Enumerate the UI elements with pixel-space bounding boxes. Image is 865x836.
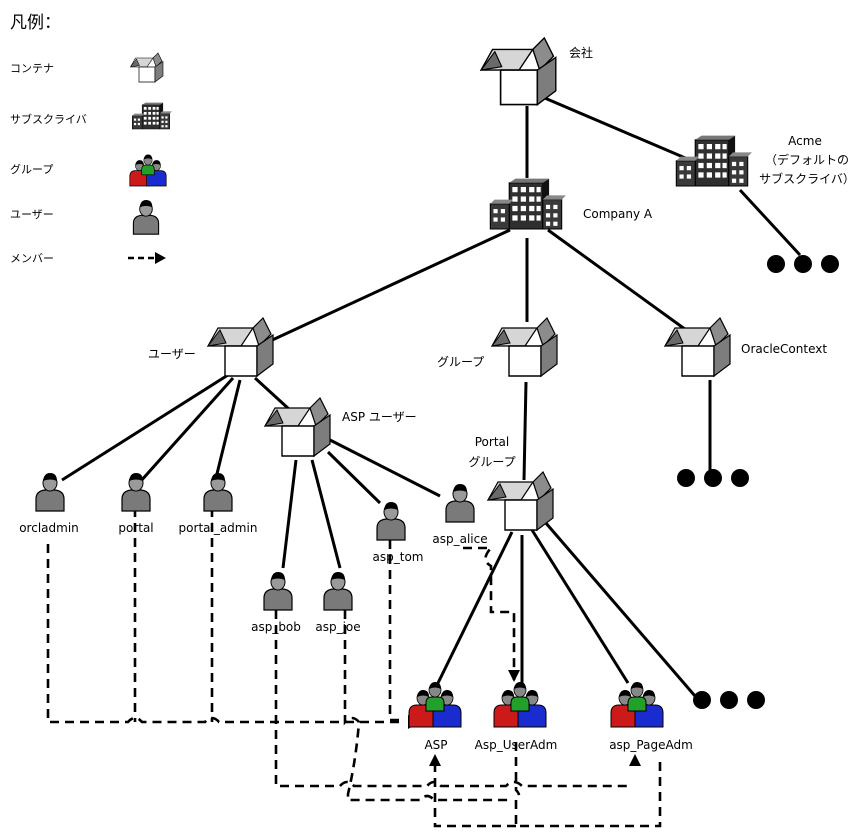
acme-subscriber-icon [675,135,753,187]
edge-aspusers-alice [329,438,441,498]
aspjoe-label: asp_joe [315,620,360,634]
portaladmin-label: portal_admin [179,521,258,535]
acme-label-line2: （デフォルトの [765,152,849,167]
orcladmin-label: orcladmin [19,521,79,535]
edge-acme-more [738,188,802,257]
membership-lines [46,508,662,828]
portal-label: portal [118,521,153,535]
portalgroups-container-icon [487,471,554,531]
edge-company-acme [539,94,691,162]
edge-aspusers-tom [326,450,382,505]
acme-ellipsis [767,255,839,273]
aspalice-label: asp_alice [432,532,487,546]
legend-item-container-label: コンテナ [10,62,54,75]
member-arrow-icon [128,252,166,264]
portalgroups-label-line1: Portal [475,435,509,449]
member-to-asp-bottom [433,763,516,828]
user-icon [132,199,160,235]
member-orcladmin-asp [46,544,405,724]
legend-title: 凡例： [10,13,61,33]
edge-portalgroups-more [543,521,697,697]
legend: 凡例： コンテナ サブスクライバ グループ ユーザー メンバー [10,13,173,265]
portaladmin-user-icon [203,472,233,512]
container-icon [130,52,164,83]
edge-companya-users [254,228,511,350]
aspjoe-user-icon [323,571,353,611]
arrowhead-useradm-top [508,670,520,682]
edge-users-orcladmin [61,373,229,482]
edge-users-aspusers [253,376,292,412]
asppageadm-group-icon [610,681,664,728]
member-joe-useradm [343,610,510,802]
oraclecontext-label: OracleContext [741,342,827,356]
legend-item-subscriber-label: サブスクライバ [10,112,87,126]
aspusers-label: ASP ユーザー [342,410,417,424]
companya-subscriber-icon [489,178,567,230]
aspuseradm-group-icon [493,681,547,728]
member-bob-pageadm [274,610,629,788]
member-useradm-asp-pageadm [514,742,662,828]
portalgroups-label-line2: グループ [468,455,515,469]
member-tom-asp [388,540,405,722]
asptom-label: asp_tom [373,550,424,564]
member-alice-useradm [463,546,516,680]
groups-container-icon [491,317,558,377]
arrowhead-pageadm-bottom [629,754,641,766]
asptom-user-icon [376,501,406,541]
acme-label-line3: サブスクライバ） [759,171,855,186]
edge-portalgroups-asp [436,531,514,684]
edge-portalgroups-pageadm [530,529,630,684]
users-container-icon [207,317,274,377]
groups-label: グループ [437,355,484,369]
aspalice-user-icon [445,483,475,523]
aspusers-container-icon [264,397,331,457]
oraclecontext-ellipsis [677,469,749,487]
asppageadm-label: asp_PageAdm [609,738,693,752]
aspbob-label: asp_bob [251,620,301,634]
legend-item-member-label: メンバー [10,252,54,265]
edge-users-portaladmin [213,379,242,483]
aspbob-user-icon [263,571,293,611]
company-label: 会社 [569,45,593,60]
portalgroups-ellipsis [693,691,765,709]
tree-edges [61,94,802,697]
legend-item-user-label: ユーザー [10,208,54,221]
portal-user-icon [121,472,151,512]
edge-users-portal [138,377,235,483]
users-label: ユーザー [148,347,196,361]
edge-aspusers-joe [310,459,342,569]
arrowhead-asp-bottom [429,754,441,766]
acme-label-line1: Acme [788,134,822,148]
aspuseradm-label: Asp_UserAdm [475,738,558,752]
edge-groups-portalgroups [522,381,528,481]
oraclecontext-container-icon [664,317,731,377]
asp-group-icon [408,681,462,728]
edge-companya-oraclecontext [547,228,701,342]
subscriber-icon [132,102,173,130]
edge-aspusers-bob [281,459,298,569]
asp-label: ASP [424,738,447,752]
orcladmin-user-icon [35,472,65,512]
companya-label: Company A [583,207,653,221]
company-container-icon [480,37,557,106]
group-icon [129,154,167,187]
legend-item-group-label: グループ [10,162,53,176]
